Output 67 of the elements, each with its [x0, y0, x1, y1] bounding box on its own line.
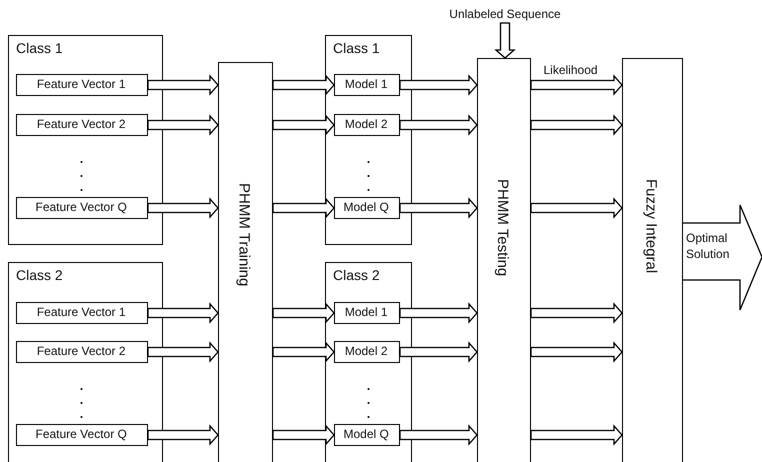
box-label: Model 2 [344, 342, 389, 360]
block-arrow [530, 302, 623, 324]
box-label: Feature Vector 1 [36, 76, 127, 93]
class-panel [8, 262, 163, 462]
box-label: Feature Vector 2 [36, 116, 127, 133]
box-label: Feature Vector Q [34, 198, 128, 216]
block-label: PHMM Training [236, 183, 252, 286]
process-box [334, 340, 400, 363]
group-title: Class 2 [333, 267, 380, 283]
process-box [16, 196, 148, 219]
block-arrow [147, 341, 219, 363]
box-label: Feature Vector Q [34, 426, 128, 443]
process-block [477, 58, 531, 462]
block-arrow [399, 302, 478, 324]
process-box [16, 114, 148, 136]
block-arrow [147, 197, 219, 219]
block-label: PHMM Testing [494, 179, 511, 276]
box-label: Model 1 [344, 76, 389, 93]
block-label: Fuzzy Integral [642, 179, 660, 274]
block-arrow [147, 302, 219, 324]
block-arrow [530, 114, 623, 136]
block-arrow [399, 341, 478, 363]
group-title: Class 2 [16, 267, 63, 283]
class-panel [8, 35, 163, 245]
process-box [334, 302, 400, 324]
process-block [218, 62, 273, 462]
block-arrow [530, 197, 623, 219]
process-box [334, 196, 400, 219]
class-panel [325, 35, 412, 245]
block-arrow [272, 302, 335, 324]
process-box [334, 74, 400, 96]
block-arrow [399, 197, 478, 219]
block-arrow [147, 74, 219, 96]
block-arrow [272, 424, 335, 446]
block-arrow [147, 114, 219, 136]
group-title: Class 1 [16, 40, 63, 56]
arrow-label: Optimal Solution [686, 230, 730, 262]
box-label: Model 2 [344, 116, 389, 133]
input-label: Unlabeled Sequence [448, 5, 562, 23]
class-panel [325, 262, 412, 462]
box-label: Feature Vector 2 [36, 342, 127, 360]
process-box [334, 114, 400, 136]
box-label: Model Q [342, 426, 390, 443]
block-arrow [147, 424, 219, 446]
box-label: Model 1 [344, 304, 389, 321]
block-arrow [399, 74, 478, 96]
block-arrow [272, 197, 335, 219]
process-box [16, 424, 148, 446]
process-box [16, 74, 148, 96]
process-box [16, 302, 148, 324]
process-box [334, 424, 400, 446]
group-title: Class 1 [333, 40, 380, 56]
block-arrow [399, 424, 478, 446]
process-box [16, 340, 148, 363]
block-arrow [272, 114, 335, 136]
process-block [622, 58, 683, 462]
block-arrow [272, 74, 335, 96]
block-arrow [530, 74, 623, 96]
block-arrow [272, 341, 335, 363]
block-arrow [399, 114, 478, 136]
block-arrow [494, 22, 516, 59]
block-arrow [530, 341, 623, 363]
box-label: Feature Vector 1 [36, 304, 127, 321]
output-arrow [683, 205, 762, 310]
edge-label: Likelihood [542, 63, 599, 77]
box-label: Model Q [342, 198, 390, 216]
block-arrow [530, 424, 623, 446]
